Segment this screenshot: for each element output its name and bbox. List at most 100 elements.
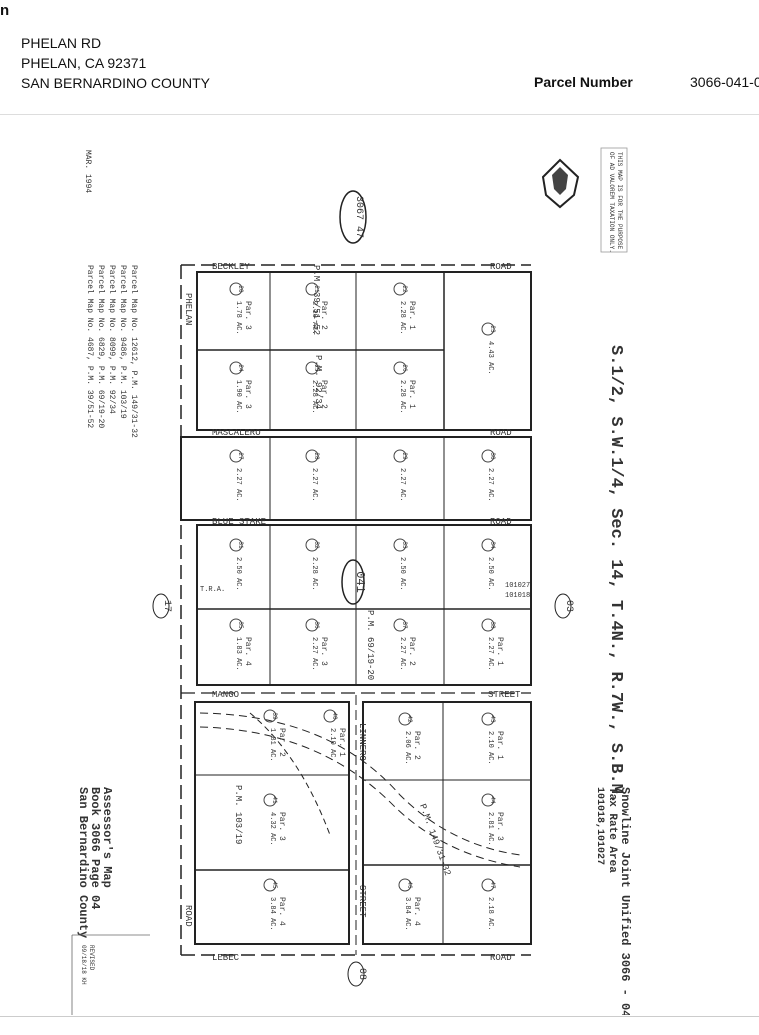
parcel-designation: Par. 2: [277, 728, 286, 757]
parcel-number: 29: [401, 452, 408, 460]
book-page-title: Book 3066 Page 04: [88, 787, 102, 909]
road-label-top: ROAD: [490, 262, 512, 272]
parcel-acreage: 4.32 AC.: [268, 812, 276, 846]
parcel-number-circle: [229, 449, 243, 463]
adjacent-map-right: 03: [554, 593, 574, 619]
parcel-designation: Par. 3: [277, 812, 286, 841]
parcel-acreage: 2.18 AC.: [486, 897, 494, 931]
parcel-map-ref: Parcel Map No. 6829, P.M. 69/19-20: [96, 265, 105, 428]
parcel-number-circle: [229, 361, 243, 375]
parcel: 292.27 AC.: [393, 449, 408, 502]
assessor-title: Assessor's Map: [100, 787, 114, 888]
parcel-number-circle: [393, 361, 407, 375]
parcel-number: 45: [271, 881, 278, 889]
map-date: MAR. 1994: [83, 150, 92, 193]
parcel-number: 24: [237, 364, 244, 372]
truncated-heading: n: [0, 2, 10, 19]
page-circle-label: 041: [353, 571, 367, 593]
parcel-acreage: 3.84 AC.: [403, 897, 411, 931]
parcel-number: 21: [313, 285, 320, 293]
parcel-designation: Par. 2: [319, 301, 328, 330]
parcel-number-circle: [263, 878, 277, 892]
parcel: 312.50 AC.: [229, 538, 244, 591]
parcel-acreage: 2.06 AC.: [403, 731, 411, 765]
road-beckley: BECKLEY: [212, 262, 250, 272]
pm-label: P.M. 92/34: [313, 355, 323, 409]
tra-label-right-top: 101027: [505, 582, 530, 590]
road-linnero-street: STREET: [357, 885, 367, 918]
pm-label: P.M. 103/19: [233, 785, 243, 844]
parcel-designation: Par. 1: [495, 731, 504, 760]
parcel-number-circle: [229, 538, 243, 552]
parcel-number: 38: [489, 621, 496, 629]
county-seal-icon: [541, 158, 580, 209]
header-divider: [0, 114, 759, 115]
parcel-acreage: 2.27 AC.: [234, 468, 242, 502]
parcel-designation: Par. 3: [319, 637, 328, 666]
road-blue-stake: BLUE STAKE: [212, 517, 266, 527]
parcel-number: 31: [237, 541, 244, 549]
adjacent-map-left: 17: [152, 593, 172, 619]
page-circle: 041: [341, 559, 367, 605]
parcel-designation: Par. 4: [277, 897, 286, 926]
road-linnero: LINNERO: [357, 723, 367, 761]
parcel-acreage: 1.90 AC.: [234, 380, 242, 414]
county-name: SAN BERNARDINO COUNTY: [21, 75, 211, 91]
road-label-mascalero: ROAD: [490, 428, 512, 438]
parcel-number-label: Parcel Number: [534, 74, 633, 90]
parcel-number: 25: [313, 364, 320, 372]
pm-label: P.M. 69/19-20: [365, 610, 375, 680]
parcel-number-circle: [481, 322, 495, 336]
parcel-acreage: 1.78 AC.: [234, 301, 242, 335]
parcel-number: 40: [331, 712, 338, 720]
parcel-number: 39: [271, 712, 278, 720]
parcel-designation: Par. 3: [243, 380, 252, 409]
parcel-number-circle: [263, 793, 277, 807]
parcel-number-circle: [305, 282, 319, 296]
section-title: S.1/2, S.W.1/4, Sec. 14, T.4N., R.7W., S…: [606, 345, 625, 804]
parcel-acreage: 2.81 AC.: [486, 812, 494, 846]
parcel-designation: Par. 1: [495, 637, 504, 666]
svg-text:08: 08: [356, 968, 367, 980]
city-state-zip: PHELAN, CA 92371: [21, 55, 147, 71]
block-beckley-mascalero: [196, 271, 532, 431]
parcel-number: 28: [313, 452, 320, 460]
parcel-acreage: 2.27 AC.: [398, 637, 406, 671]
parcel-number-circle: [393, 538, 407, 552]
parcel-number-circle: [481, 793, 495, 807]
parcel-number-circle: [229, 618, 243, 632]
parcel-number-circle: [305, 361, 319, 375]
parcel-number: 30: [489, 452, 496, 460]
parcel-acreage: 2.28 AC.: [310, 380, 318, 414]
parcel-number-circle: [481, 878, 495, 892]
parcel-number-circle: [398, 878, 412, 892]
assessor-parcel-map: 3067 47 041 17 03 08 S.1/2, S.W.1/4, Sec…: [71, 147, 632, 1015]
road-lebec: LEBEC: [212, 953, 240, 963]
parcel-number-circle: [323, 709, 337, 723]
parcel-acreage: 2.27 AC.: [310, 637, 318, 671]
parcel-number: 34: [489, 541, 496, 549]
parcel-acreage: 1.83 AC.: [234, 637, 242, 671]
parcel-number-circle: [481, 712, 495, 726]
parcel-number-circle: [305, 538, 319, 552]
parcel: 342.50 AC.: [481, 538, 496, 591]
listing-header: n PHELAN RD PHELAN, CA 92371 SAN BERNARD…: [0, 0, 759, 110]
parcel-acreage: 2.10 AC.: [486, 731, 494, 765]
road-mango: MANGO: [212, 690, 239, 700]
parcel-acreage: 2.28 AC.: [310, 557, 318, 591]
parcel-acreage: 4.43 AC.: [486, 341, 494, 375]
parcel-number-circle: [481, 449, 495, 463]
parcel-designation: Par. 3: [495, 812, 504, 841]
book-circle-label: 3067 47: [353, 196, 364, 238]
parcel-number-circle: [393, 449, 407, 463]
